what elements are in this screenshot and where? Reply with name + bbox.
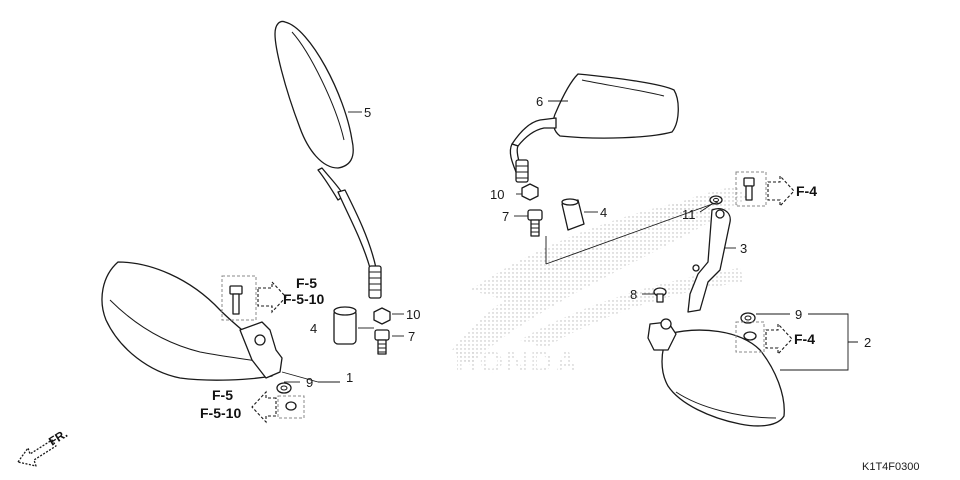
callout-9-right: 9 (795, 307, 802, 322)
callout-11: 11 (682, 207, 696, 222)
callout-8: 8 (630, 287, 637, 302)
ref-box-right-upper (735, 171, 795, 208)
honda-watermark-text: HONDA (455, 346, 580, 379)
callout-4-left: 4 (310, 321, 317, 336)
bolt-right (527, 209, 543, 237)
callout-2: 2 (864, 335, 871, 350)
collar-right (561, 198, 585, 231)
ref-left-upper-a: F-5 (296, 275, 317, 291)
bolt-left (374, 329, 390, 355)
callout-10-left: 10 (406, 307, 420, 322)
nut-9-right (740, 312, 756, 324)
left-handguard (101, 261, 283, 381)
leader-lines (281, 100, 858, 383)
callout-3: 3 (740, 241, 747, 256)
washer-11 (709, 195, 723, 205)
callout-9-left: 9 (306, 375, 313, 390)
right-mirror (509, 73, 679, 183)
ref-left-lower-b: F-5-10 (200, 405, 241, 421)
drawing-code: K1T4F0300 (862, 461, 919, 473)
ref-left-lower-a: F-5 (212, 387, 233, 403)
ref-box-right-lower (735, 321, 793, 356)
callout-6: 6 (536, 94, 543, 109)
callout-10-right: 10 (490, 187, 504, 202)
left-mirror (274, 20, 382, 299)
ref-right-lower: F-4 (794, 331, 815, 347)
nut-9-left (276, 382, 292, 394)
callout-4-right: 4 (600, 205, 607, 220)
ref-right-upper: F-4 (796, 183, 817, 199)
right-handguard (647, 318, 785, 427)
callout-labels: 5 6 4 10 7 9 1 10 7 4 11 3 8 9 2 (306, 94, 871, 390)
ref-box-left-lower (251, 390, 305, 424)
honda-wing-watermark: HONDA (452, 186, 748, 379)
reference-labels: F-5 F-5-10 F-5 F-5-10 F-4 F-4 (200, 183, 817, 421)
screw-8 (653, 287, 667, 303)
ref-left-upper-b: F-5-10 (283, 291, 324, 307)
bracket (687, 208, 731, 313)
callout-7-right: 7 (502, 209, 509, 224)
collar-left (333, 306, 357, 345)
nut-left (373, 307, 391, 325)
nut-right (521, 183, 539, 201)
callout-7-left: 7 (408, 329, 415, 344)
callout-1: 1 (346, 370, 353, 385)
ref-box-left-upper (221, 275, 287, 321)
callout-5: 5 (364, 105, 371, 120)
front-indicator: FR. (17, 426, 70, 467)
